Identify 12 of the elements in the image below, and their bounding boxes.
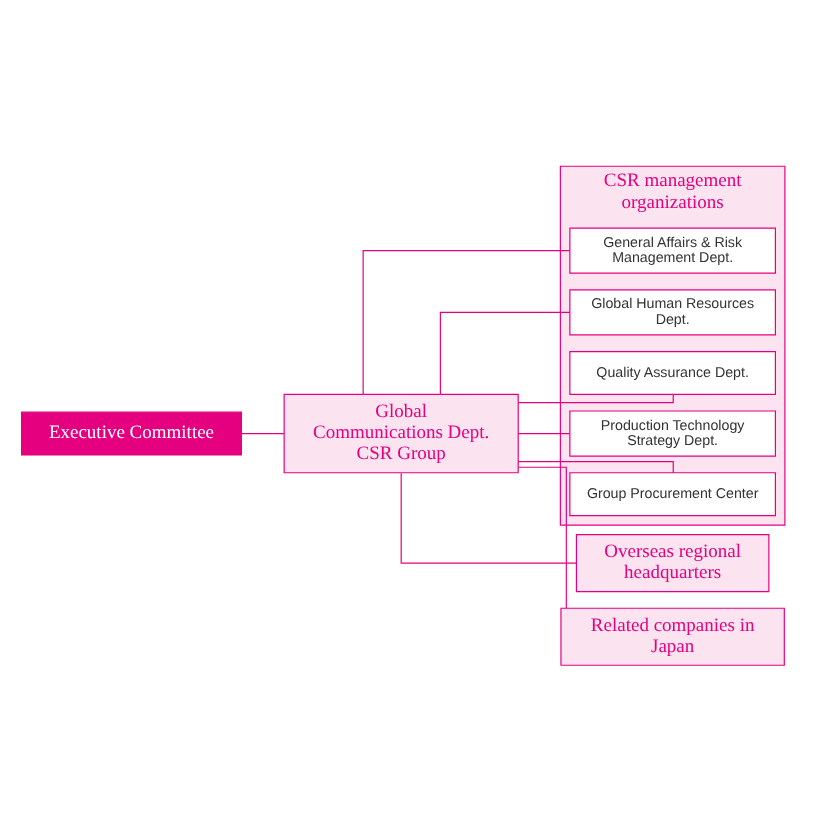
node-box: Executive Committee bbox=[21, 410, 242, 455]
node-box: Overseas regional headquarters bbox=[575, 532, 770, 592]
node-box: Global Communications Dept. CSR Group bbox=[283, 392, 519, 473]
connector bbox=[517, 431, 571, 434]
node-box: Related companies in Japan bbox=[560, 606, 785, 665]
connector bbox=[439, 310, 571, 394]
connector bbox=[240, 431, 285, 434]
connector bbox=[400, 471, 577, 563]
connector bbox=[362, 249, 571, 394]
connector bbox=[517, 392, 674, 403]
connector bbox=[517, 460, 674, 473]
connector bbox=[517, 465, 567, 608]
